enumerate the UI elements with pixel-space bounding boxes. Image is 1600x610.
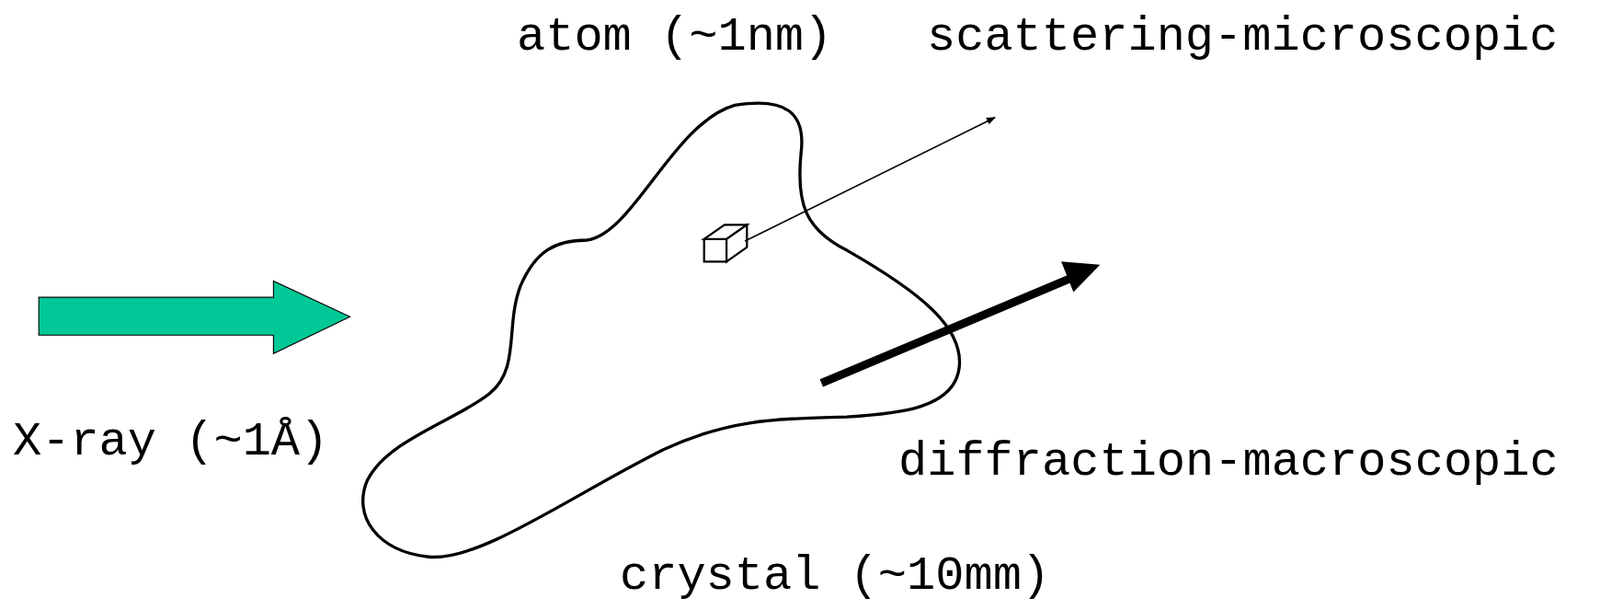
atom-label: atom (~1nm): [516, 11, 833, 64]
atom-cube: [704, 224, 748, 262]
xray-arrow: [38, 280, 350, 354]
xray-label: X-ray (~1Å): [12, 415, 329, 469]
crystal-label: crystal (~10mm): [619, 549, 1051, 603]
scattering-arrow: [744, 117, 995, 241]
diffraction-label: diffraction-macroscopic: [898, 435, 1559, 489]
diffraction-arrow-shaft: [821, 277, 1072, 383]
crystal-outline: [363, 102, 960, 557]
scattering-label: scattering-microscopic: [926, 11, 1559, 64]
diffraction-arrow-head: [1061, 261, 1100, 292]
